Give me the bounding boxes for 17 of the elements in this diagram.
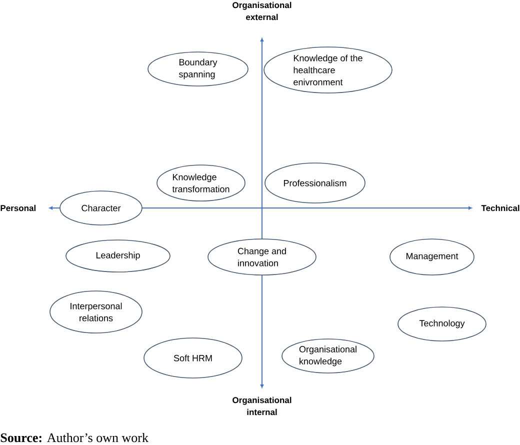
ellipse-node: Change and innovation bbox=[208, 238, 316, 276]
caption-text: Source: Author’s own work bbox=[0, 432, 148, 442]
ellipse-node: Boundary spanning bbox=[148, 52, 248, 86]
ellipse-node: Professionalism bbox=[264, 162, 366, 204]
ellipse-node: Organisational knowledge bbox=[282, 338, 374, 374]
ellipse-node: Technology bbox=[398, 306, 486, 342]
ellipse-node: Character bbox=[60, 190, 142, 226]
axis-label: Organisational external bbox=[232, 2, 292, 20]
ellipse-node: Knowledge of the healthcare enivronment bbox=[264, 46, 392, 94]
ellipse-node: Leadership bbox=[66, 240, 170, 272]
axis-label: Personal bbox=[0, 204, 36, 212]
ellipse-node: Interpersonal relations bbox=[50, 290, 142, 334]
ellipse-node: Management bbox=[390, 238, 474, 276]
axis-label: Technical bbox=[481, 204, 520, 212]
ellipse-node: Soft HRM bbox=[144, 338, 242, 378]
axis-label: Organisational internal bbox=[232, 396, 292, 416]
ellipse-node: Knowledge transformation bbox=[156, 164, 246, 202]
